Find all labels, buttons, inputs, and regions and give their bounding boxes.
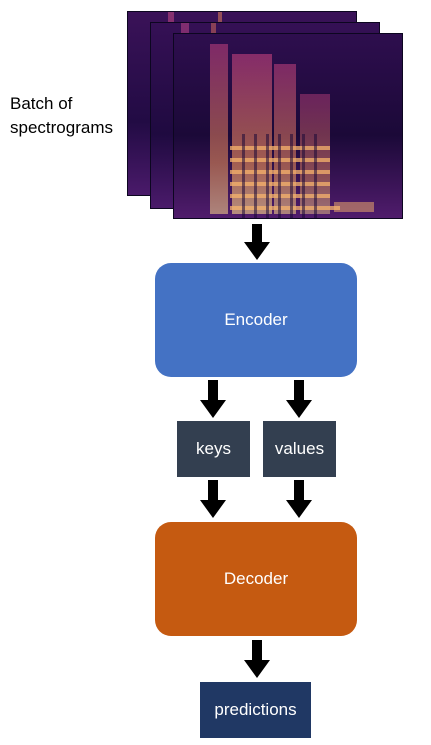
predictions-box: predictions bbox=[200, 682, 311, 738]
arrow-keys-to-decoder bbox=[200, 480, 226, 518]
encoder-label: Encoder bbox=[224, 310, 288, 329]
spectrogram-front bbox=[173, 33, 403, 219]
decoder-label: Decoder bbox=[223, 569, 289, 588]
arrow-input-to-encoder bbox=[244, 224, 270, 260]
decoder-box: Decoder bbox=[155, 522, 357, 636]
encoder-box: Encoder bbox=[155, 263, 357, 377]
arrow-decoder-to-predictions bbox=[244, 640, 270, 678]
arrow-values-to-decoder bbox=[286, 480, 312, 518]
keys-box: keys bbox=[177, 421, 250, 477]
arrow-encoder-to-values bbox=[286, 380, 312, 418]
values-label: values bbox=[274, 439, 325, 458]
spectrogram-stack bbox=[0, 0, 431, 230]
keys-label: keys bbox=[196, 439, 231, 458]
input-label: Batch of spectrograms bbox=[10, 94, 113, 137]
predictions-label: predictions bbox=[214, 700, 297, 719]
values-box: values bbox=[263, 421, 336, 477]
arrow-encoder-to-keys bbox=[200, 380, 226, 418]
